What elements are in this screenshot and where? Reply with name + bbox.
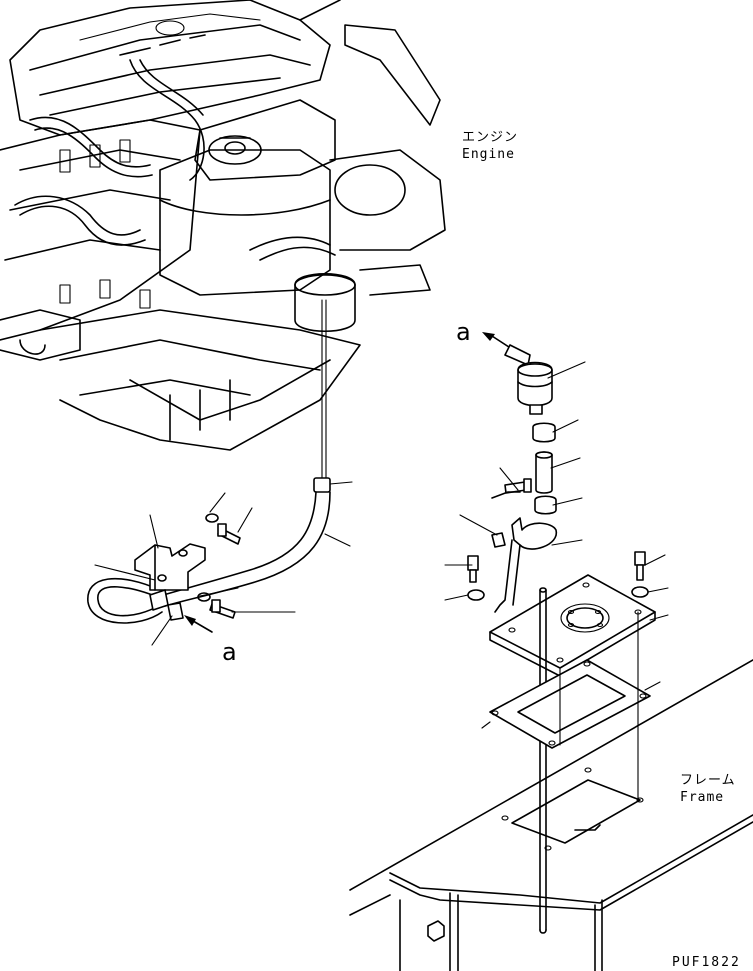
engine-label-en: Engine (462, 147, 515, 162)
hose-assembly-left (87, 477, 331, 633)
marker-a-top: a (456, 318, 471, 346)
filter-assembly-right (467, 332, 656, 934)
frame-label-jp: フレーム (680, 773, 736, 788)
engine-assembly (0, 0, 446, 451)
drawing-code: PUF1822 (672, 955, 741, 970)
frame (349, 659, 753, 971)
leader-lines-left (94, 481, 353, 646)
leader-lines-right (444, 361, 669, 729)
frame-label-en: Frame (680, 790, 724, 805)
engine-label-jp: エンジン (462, 130, 518, 145)
marker-a-bottom: a (222, 638, 237, 666)
